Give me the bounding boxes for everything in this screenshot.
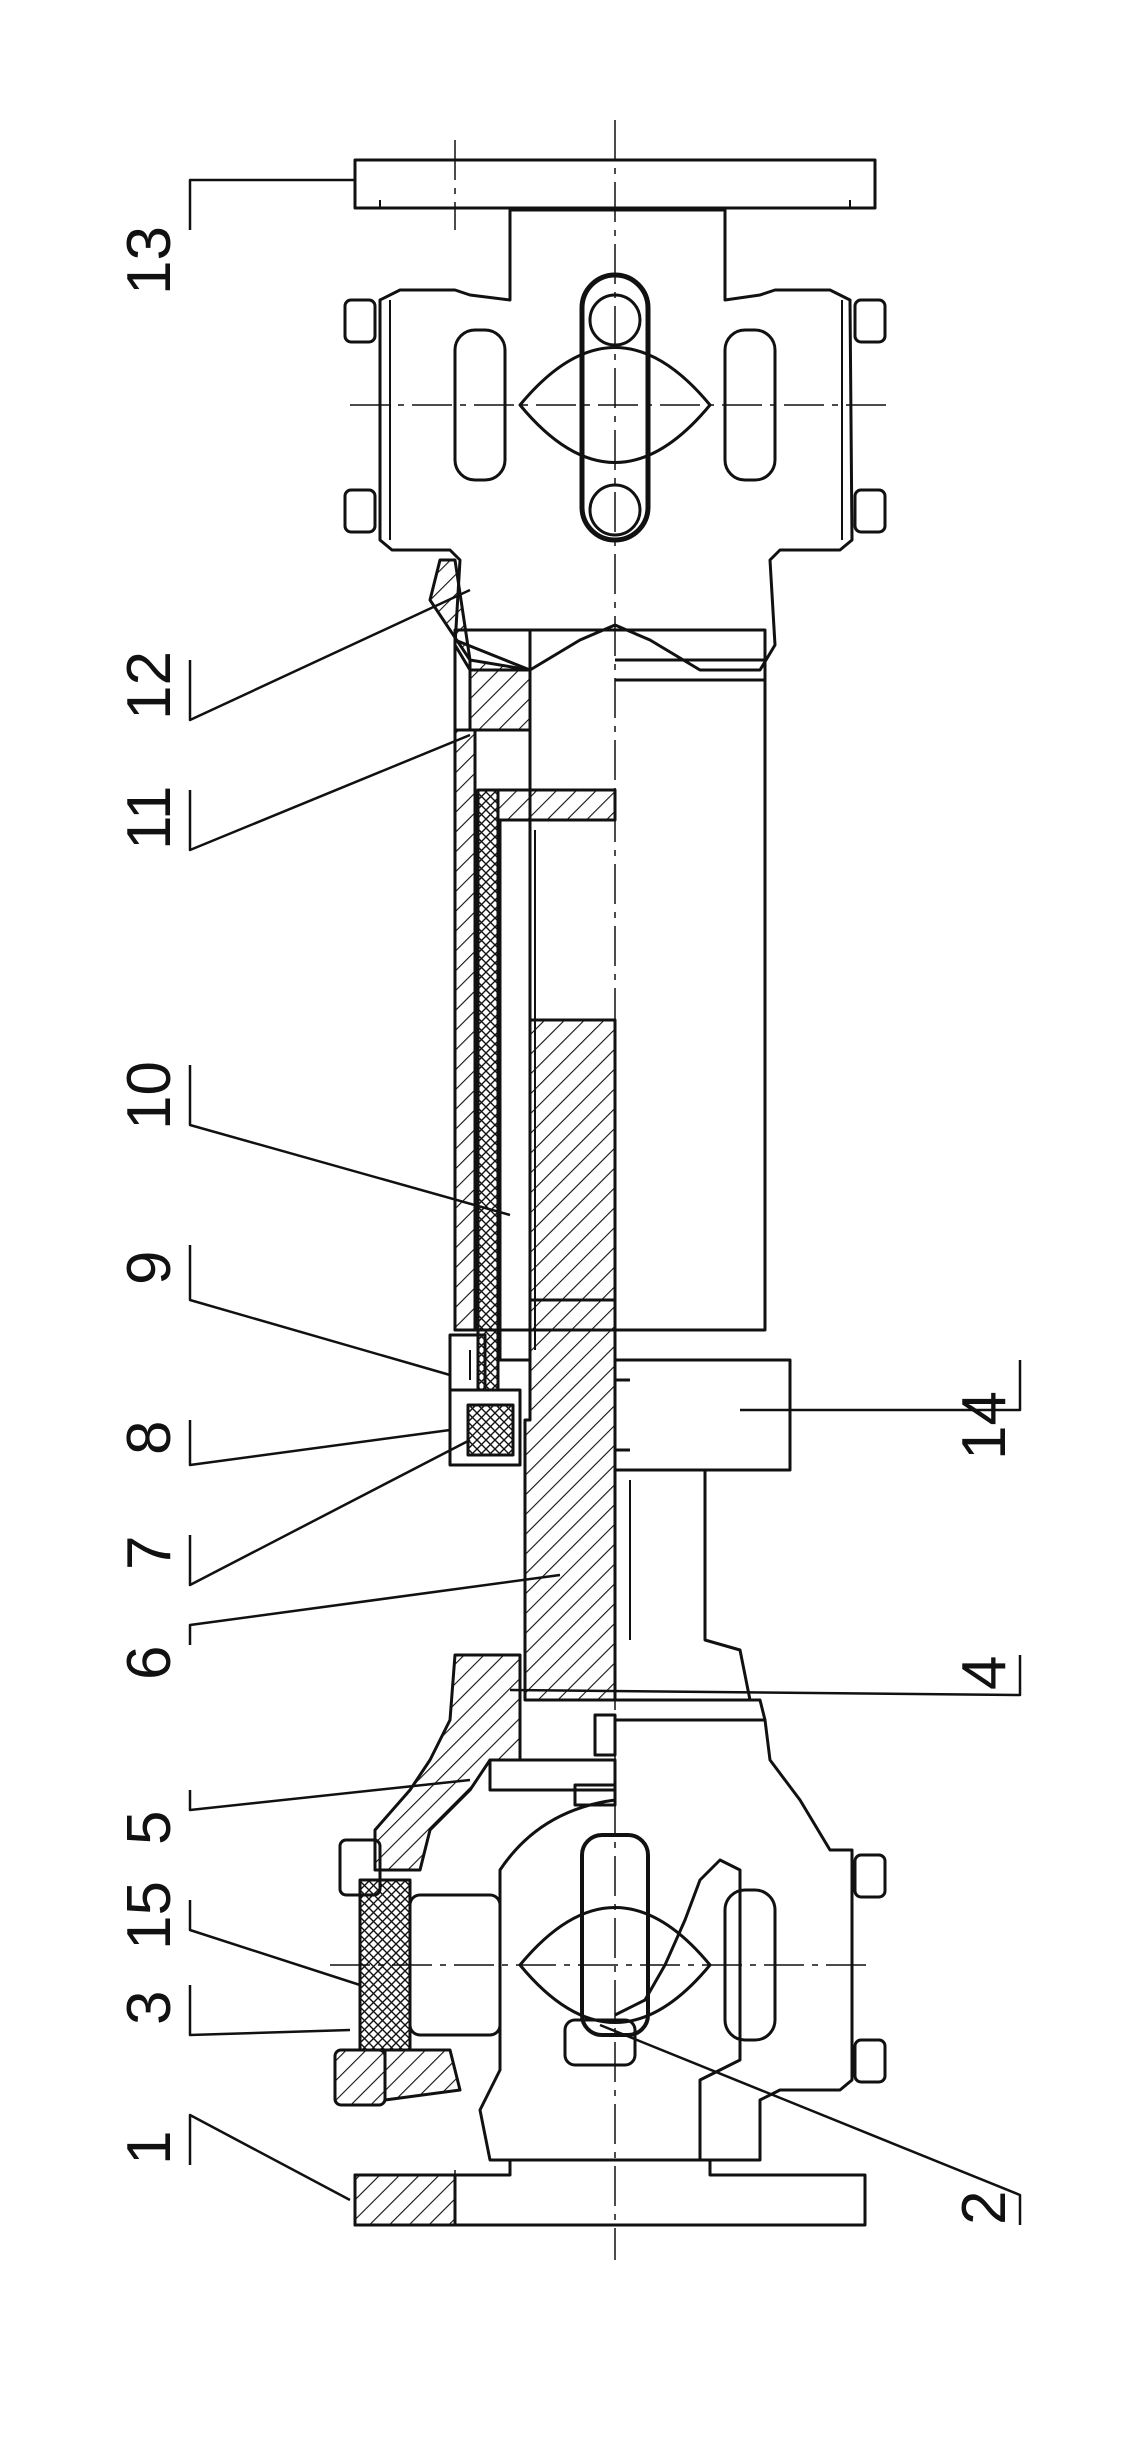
sliding-collar	[613, 1358, 792, 1472]
label-13: 13	[115, 226, 184, 295]
label-1: 1	[115, 2131, 184, 2165]
lower-hub	[373, 1653, 617, 1872]
top-flange	[353, 158, 877, 210]
spline-shaft	[523, 1018, 617, 1702]
label-2: 2	[950, 2191, 1019, 2225]
label-5: 5	[115, 1811, 184, 1845]
label-14: 14	[950, 1391, 1019, 1460]
seal-assembly	[448, 1333, 522, 1467]
label-8: 8	[115, 1421, 184, 1455]
label-11: 11	[115, 786, 184, 850]
callout-labels: 1 3 15 5 6 7 8 9 10 11 12 13 2 4 14	[115, 226, 1019, 2225]
lower-yoke	[478, 1718, 887, 2162]
outer-tube	[453, 628, 767, 1392]
label-7: 7	[115, 1536, 184, 1570]
label-4: 4	[950, 1656, 1019, 1690]
leader-lines	[188, 178, 1022, 2225]
label-15: 15	[115, 1881, 184, 1950]
bearing-cup	[333, 1838, 502, 2107]
label-12: 12	[115, 651, 184, 720]
bottom-flange	[353, 2158, 867, 2227]
label-9: 9	[115, 1251, 184, 1285]
label-10: 10	[115, 1061, 184, 1130]
label-3: 3	[115, 1991, 184, 2025]
lower-shaft	[615, 1468, 767, 1722]
label-6: 6	[115, 1646, 184, 1680]
